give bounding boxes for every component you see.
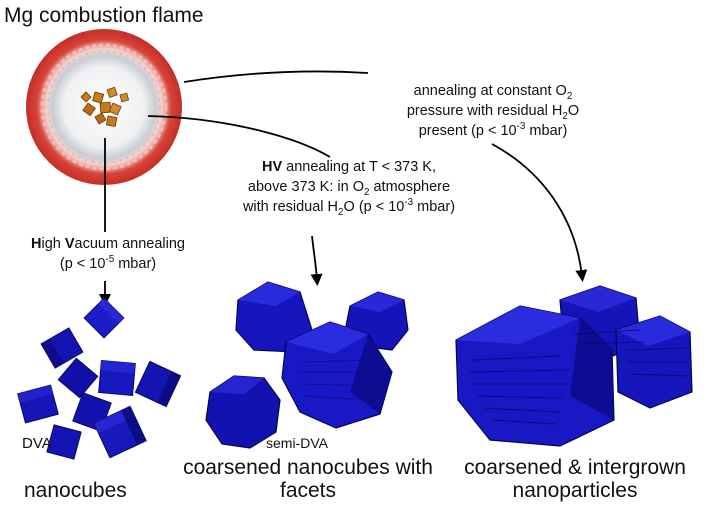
annot-right-line2: pressure with residual H2O	[406, 103, 580, 122]
annot-right-line1: annealing at constant O2	[413, 83, 573, 102]
result-caption-coarsened-facets: coarsened nanocubes with facets	[183, 456, 433, 502]
pathway-arrows	[99, 70, 588, 306]
arrow-to-coarsened-facets	[310, 235, 323, 286]
annot-mid-line1: HV annealing at T < 373 K,	[261, 159, 436, 175]
label-semi-dva: semi-DVA	[266, 435, 328, 451]
figure-title: Mg combustion flame	[4, 4, 204, 27]
nanocubes-cluster	[17, 297, 182, 460]
mgo-particles-cluster	[80, 86, 130, 127]
faceted-nanocubes-cluster	[205, 281, 409, 449]
result-caption-intergrown: coarsened & intergrown nanoparticles	[464, 456, 686, 502]
connector-mid-curve	[147, 115, 331, 158]
annot-left-line1: High Vacuum annealing	[31, 236, 185, 252]
result-caption-nanocubes: nanocubes	[24, 479, 127, 502]
connector-right-line	[183, 70, 369, 83]
label-dva: DVA	[22, 435, 52, 452]
annot-mid-line3: with residual H2O (p < 10-3 mbar)	[242, 197, 456, 218]
annot-right-line3: present (p < 10-3 mbar)	[418, 121, 568, 139]
annotation-hv-then-o2-annealing: HV annealing at T < 373 K, above 373 K: …	[204, 157, 494, 217]
intergrown-nanoparticles-cluster	[455, 285, 693, 447]
arrow-to-intergrown	[491, 143, 588, 282]
annot-mid-line2: above 373 K: in O2 atmosphere	[247, 179, 451, 198]
annot-left-line2: (p < 10-5 mbar)	[59, 254, 157, 272]
annotation-high-vacuum-annealing: High Vacuum annealing (p < 10-5 mbar)	[8, 234, 208, 274]
annotation-constant-o2-annealing: annealing at constant O2 pressure with r…	[368, 81, 618, 141]
